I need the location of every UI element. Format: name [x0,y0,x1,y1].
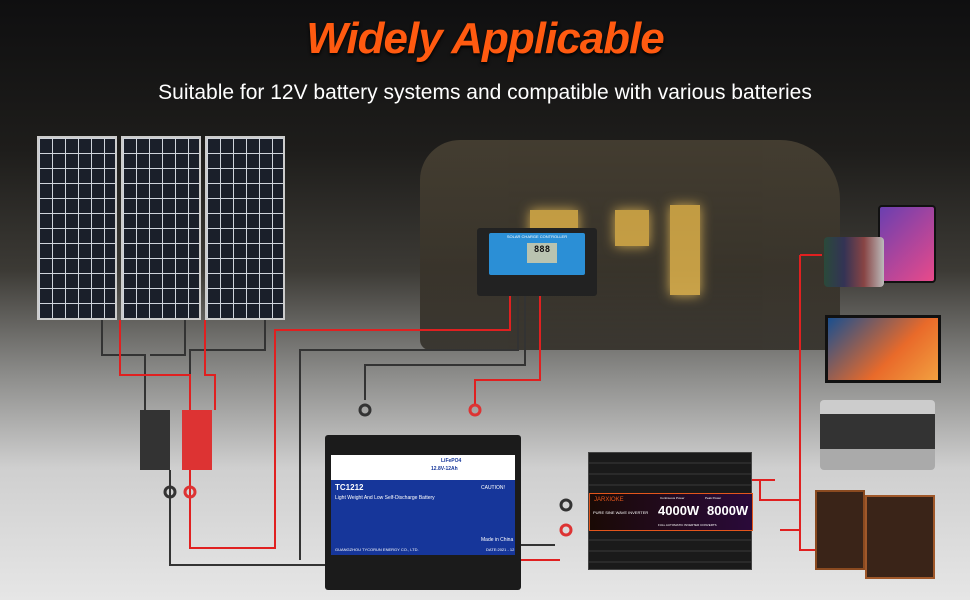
battery-tagline: Light Weight And Low Self-Discharge Batt… [335,495,435,501]
television [825,315,941,383]
power-inverter: JARXIOKE PURE SINE WAVE INVERTER Continu… [588,452,753,570]
battery-rating: 12.8V-12Ah [431,466,458,472]
speaker-right [865,495,935,579]
battery-model: TC1212 [335,483,364,492]
page-title: Widely Applicable [306,14,665,63]
solar-panel [37,136,117,320]
terminal-blocks [140,403,573,537]
solar-panel [121,136,201,320]
inverter-peak-label: Peak Power [705,496,722,500]
controller-display: 888 [527,243,557,263]
inverter-brand: JARXIOKE [594,497,624,503]
battery-origin: Made in China [481,537,514,543]
phones-tablet-device [824,205,936,287]
inverter-peak-power: 8000W [707,503,749,518]
solar-charge-controller: SOLAR CHARGE CONTROLLER 888 [477,228,597,296]
inverter-type: PURE SINE WAVE INVERTER [593,510,649,515]
solar-panel [205,136,285,320]
battery-chemistry: LiFePO4 [441,458,462,464]
inverter-footer: FULL AUTOMATIC INVERTER CONVERTS [658,523,717,527]
inverter-continuous-label: Continuous Power [660,496,685,500]
rv-window [615,210,649,246]
page-subtitle: Suitable for 12V battery systems and com… [158,81,812,104]
speaker-left [815,490,865,570]
battery-caution: CAUTION! [481,485,505,491]
inverter-continuous-power: 4000W [658,503,700,518]
battery-date: DATE:2021 - 12 [486,547,515,552]
battery-maker: GUANGZHOU TYCORUN ENERGY CO., LTD. [335,547,419,552]
electric-grill [820,400,935,470]
wire-pos [119,254,822,561]
rv-door [670,205,700,295]
lifepo4-battery: LiFePO4 12.8V-12Ah TC1212 Light Weight A… [325,435,521,590]
controller-title: SOLAR CHARGE CONTROLLER [506,234,568,239]
